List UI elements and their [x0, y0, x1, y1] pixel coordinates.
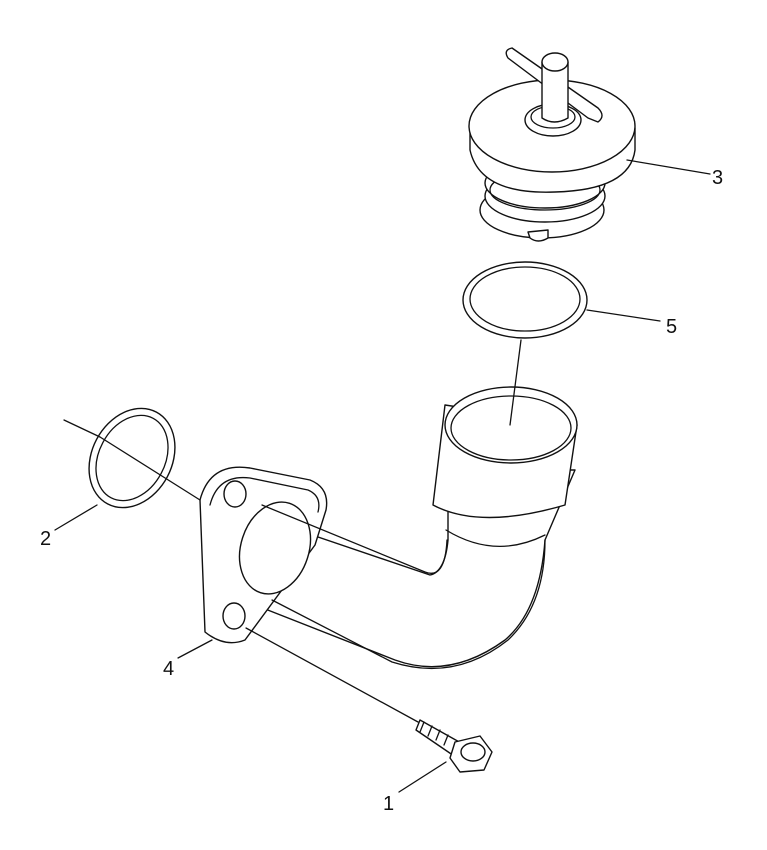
callout-2: 2 — [40, 528, 51, 550]
callout-5: 5 — [666, 316, 677, 338]
callout-1: 1 — [383, 793, 394, 815]
flange-bolt-part — [415, 719, 493, 773]
gasket-ring-part — [88, 407, 176, 509]
callout-4: 4 — [163, 658, 174, 680]
elbow-pipe-part — [199, 386, 578, 670]
leader-lines — [54, 159, 711, 793]
callout-3: 3 — [712, 167, 723, 189]
o-ring-part — [462, 261, 588, 339]
thermostat-part — [468, 47, 636, 242]
callout-labels: 1 2 3 4 5 — [40, 167, 723, 815]
